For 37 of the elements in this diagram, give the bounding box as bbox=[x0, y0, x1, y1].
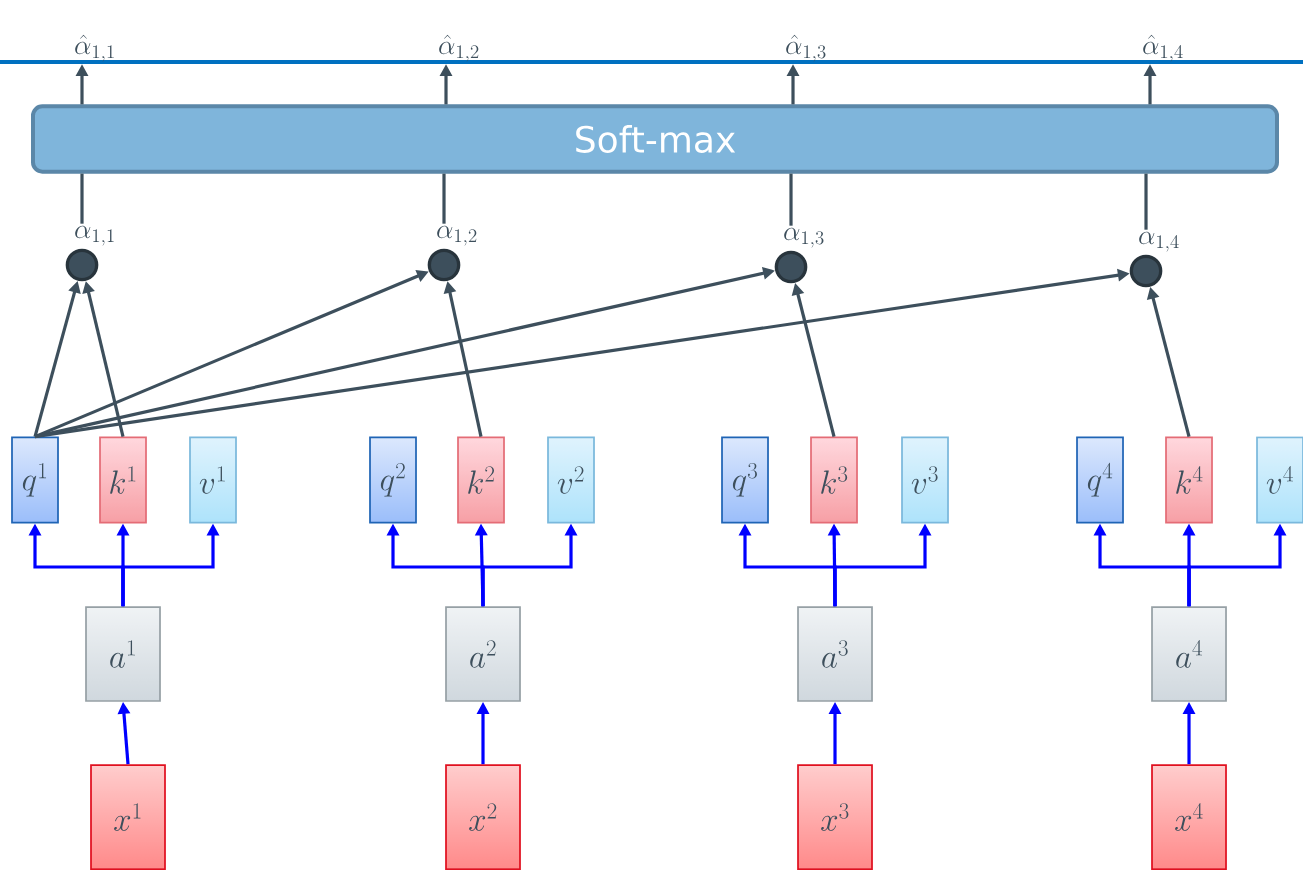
connector-line bbox=[1144, 173, 1148, 230]
v-vector-box: $v^3$ bbox=[901, 436, 949, 524]
v-vector-box: $v^2$ bbox=[547, 436, 595, 524]
softmax-box: Soft-max bbox=[31, 104, 1279, 174]
output-label: $\hat{\alpha}_{1,1}$ bbox=[75, 34, 114, 62]
score-node: $\alpha_{1,3}$ bbox=[774, 227, 824, 284]
v-vector-box: $v^4$ bbox=[1256, 436, 1303, 524]
node-label: $\alpha_{1,4}$ bbox=[1139, 231, 1179, 252]
input-box: $x^3$ bbox=[797, 764, 873, 870]
embedding-box: $a^3$ bbox=[797, 606, 873, 702]
connector-line bbox=[442, 173, 446, 224]
k-vector-box: $k^3$ bbox=[810, 436, 858, 524]
input-box: $x^4$ bbox=[1151, 764, 1227, 870]
q-vector-box: $q^3$ bbox=[721, 436, 769, 524]
node-label: $\alpha_{1,1}$ bbox=[75, 225, 114, 246]
input-box: $x^2$ bbox=[445, 764, 521, 870]
q-vector-box: $q^2$ bbox=[369, 436, 417, 524]
input-box: $x^1$ bbox=[90, 764, 166, 870]
embedding-box: $a^1$ bbox=[85, 606, 161, 702]
score-node: $\alpha_{1,4}$ bbox=[1129, 231, 1179, 288]
connector-line bbox=[789, 173, 793, 226]
score-node: $\alpha_{1,1}$ bbox=[65, 225, 114, 282]
k-vector-box: $k^1$ bbox=[99, 436, 147, 524]
output-label: $\hat{\alpha}_{1,4}$ bbox=[1143, 34, 1183, 62]
k-vector-box: $k^4$ bbox=[1165, 436, 1213, 524]
k-vector-box: $k^2$ bbox=[457, 436, 505, 524]
output-label: $\hat{\alpha}_{1,3}$ bbox=[786, 34, 826, 62]
node-label: $\alpha_{1,2}$ bbox=[437, 225, 477, 246]
output-label: $\hat{\alpha}_{1,2}$ bbox=[439, 34, 479, 62]
node-label: $\alpha_{1,3}$ bbox=[784, 227, 824, 248]
connector-line bbox=[80, 173, 84, 224]
embedding-box: $a^2$ bbox=[445, 606, 521, 702]
q-vector-box: $q^1$ bbox=[11, 436, 59, 524]
score-node: $\alpha_{1,2}$ bbox=[427, 225, 477, 282]
q-vector-box: $q^4$ bbox=[1076, 436, 1124, 524]
embedding-box: $a^4$ bbox=[1151, 606, 1227, 702]
v-vector-box: $v^1$ bbox=[189, 436, 237, 524]
